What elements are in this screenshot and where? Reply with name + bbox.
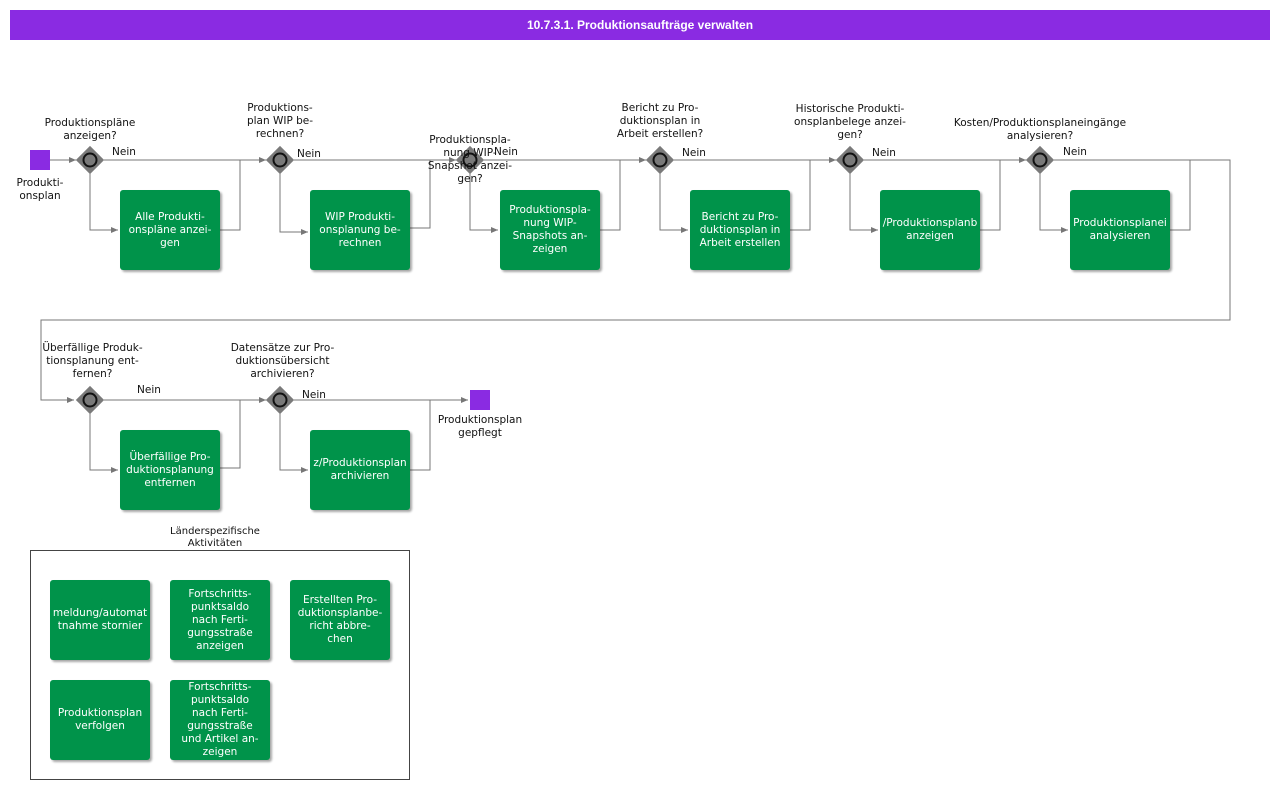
gateway-no-label: Nein (297, 148, 321, 160)
gateway-question: Produktionspläne anzeigen? (44, 117, 136, 142)
gateway-question: Datensätze zur Pro- duktionsübersicht ar… (230, 342, 335, 380)
task-box[interactable]: Überfällige Pro- duktionsplanung entfern… (120, 430, 220, 510)
gateway-question: Produktionspla- nung WIP- Snapshot anzei… (427, 134, 513, 185)
gateway-no-label: Nein (494, 146, 518, 158)
task-label: Fortschritts- punktsaldo nach Ferti- gun… (187, 587, 253, 652)
gateway-no-label: Nein (302, 389, 326, 401)
task-label: Fortschritts- punktsaldo nach Ferti- gun… (181, 681, 259, 758)
group-title: Länderspezifische Aktivitäten (170, 526, 260, 546)
gateway-question: Historische Produkti- onsplanbelege anze… (794, 103, 906, 141)
start-event-label: Produkti- onsplan (16, 177, 64, 202)
country-specific-group (30, 550, 410, 780)
task-label: Produktionsplanei analysieren (1073, 217, 1167, 242)
task-label: Erstellten Pro- duktionsplanbe- richt ab… (297, 594, 383, 645)
group-task-box[interactable]: Erstellten Pro- duktionsplanbe- richt ab… (290, 580, 390, 660)
end-event (470, 390, 490, 410)
end-event-label: Produktionsplan gepflegt (437, 414, 523, 439)
diagram-title-bar: 10.7.3.1. Produktionsaufträge verwalten (10, 10, 1270, 40)
start-event (30, 150, 50, 170)
gateway-no-label: Nein (682, 147, 706, 159)
gateway-no-label: Nein (872, 147, 896, 159)
task-label: Überfällige Pro- duktionsplanung entfern… (126, 450, 214, 489)
group-task-box[interactable]: Produktionsplan verfolgen (50, 680, 150, 760)
task-label: Bericht zu Pro- duktionsplan in Arbeit e… (699, 210, 781, 249)
task-label: z/Produktionsplan archivieren (313, 457, 407, 482)
task-label: Produktionspla- nung WIP- Snapshots an- … (509, 204, 591, 255)
diagram-title: 10.7.3.1. Produktionsaufträge verwalten (526, 18, 754, 32)
gateway-no-label: Nein (112, 146, 136, 158)
task-box[interactable]: WIP Produkti- onsplanung be- rechnen (310, 190, 410, 270)
task-box[interactable]: Produktionsplanei analysieren (1070, 190, 1170, 270)
task-box[interactable]: Bericht zu Pro- duktionsplan in Arbeit e… (690, 190, 790, 270)
gateway-no-label: Nein (1063, 146, 1087, 158)
group-task-box[interactable]: meldung/automat tnahme stornier (50, 580, 150, 660)
task-box[interactable]: /Produktionsplanb anzeigen (880, 190, 980, 270)
group-task-box[interactable]: Fortschritts- punktsaldo nach Ferti- gun… (170, 680, 270, 760)
gateway-question: Bericht zu Pro- duktionsplan in Arbeit e… (616, 102, 704, 140)
gateway-question: Kosten/Produktionsplaneingänge analysier… (953, 117, 1127, 142)
gateway-no-label: Nein (137, 384, 161, 396)
task-label: Alle Produkti- onspläne anzei- gen (128, 210, 212, 249)
task-box[interactable]: Produktionspla- nung WIP- Snapshots an- … (500, 190, 600, 270)
group-task-box[interactable]: Fortschritts- punktsaldo nach Ferti- gun… (170, 580, 270, 660)
gateway-question: Überfällige Produk- tionsplanung ent- fe… (42, 342, 143, 380)
task-label: meldung/automat tnahme stornier (52, 607, 148, 632)
task-box[interactable]: Alle Produkti- onspläne anzei- gen (120, 190, 220, 270)
task-box[interactable]: z/Produktionsplan archivieren (310, 430, 410, 510)
gateway-question: Produktions- plan WIP be- rechnen? (246, 102, 314, 140)
task-label: Produktionsplan verfolgen (57, 707, 143, 732)
task-label: WIP Produkti- onsplanung be- rechnen (319, 210, 401, 249)
task-label: /Produktionsplanb anzeigen (882, 217, 978, 242)
